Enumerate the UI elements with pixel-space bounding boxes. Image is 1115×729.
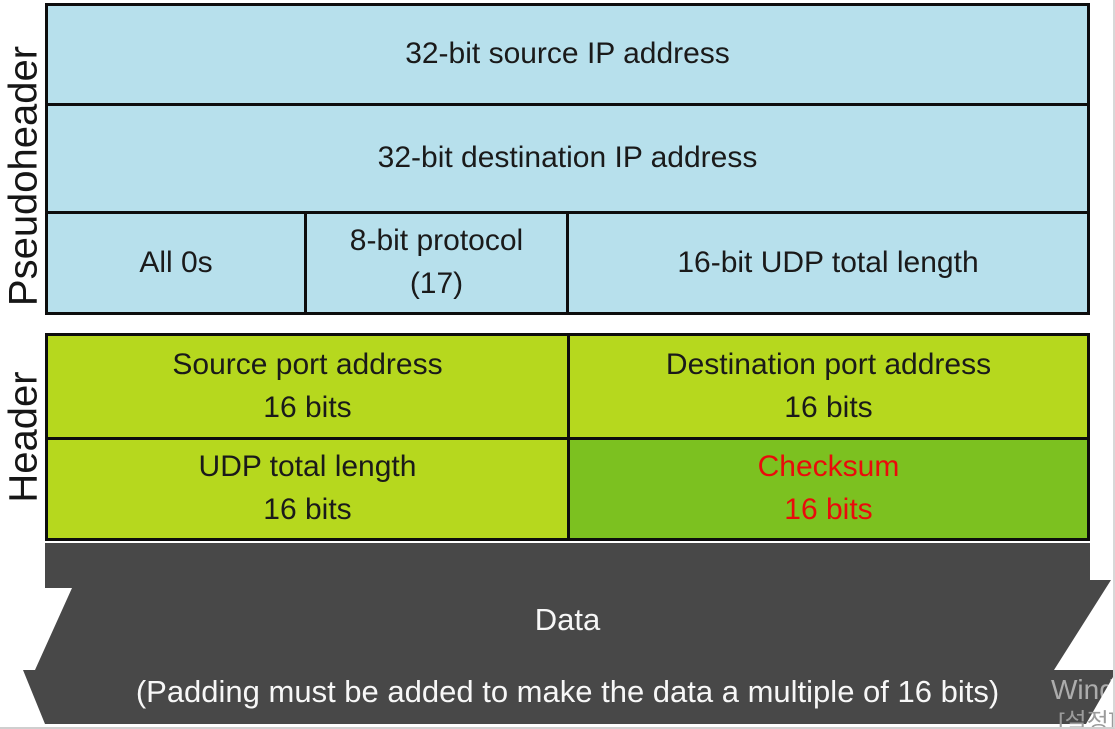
cell-source-ip: 32-bit source IP address — [48, 6, 1087, 103]
cell-source-port-line1: Source port address — [172, 347, 443, 381]
cell-destination-port: Destination port address 16 bits — [570, 336, 1087, 437]
cell-udp-total-length-16bit: 16-bit UDP total length — [569, 214, 1087, 312]
pseudoheader-third-row: All 0s 8-bit protocol (17) 16-bit UDP to… — [48, 214, 1087, 312]
cell-source-port: Source port address 16 bits — [48, 336, 567, 437]
cell-destination-port-line2: 16 bits — [784, 390, 873, 424]
cell-all-zeros: All 0s — [48, 214, 304, 312]
data-label: Data — [534, 602, 601, 637]
windows-watermark-line1: Windo — [1051, 674, 1115, 705]
windows-watermark-line2: [설정]으 — [1058, 709, 1115, 729]
cell-source-ip-text: 32-bit source IP address — [405, 37, 730, 71]
pseudoheader-box: 32-bit source IP address 32-bit destinat… — [45, 3, 1090, 315]
cell-destination-ip-text: 32-bit destination IP address — [377, 141, 758, 175]
cell-checksum-line1: Checksum — [757, 450, 900, 484]
cell-all-zeros-text: All 0s — [139, 245, 213, 279]
cell-checksum: Checksum 16 bits — [570, 440, 1087, 538]
cell-udp-total-length-line2: 16 bits — [263, 493, 352, 526]
cell-source-port-line2: 16 bits — [263, 390, 352, 424]
cell-udp-total-length: UDP total length 16 bits — [48, 440, 567, 538]
cell-udp-total-length-16bit-text: 16-bit UDP total length — [677, 245, 979, 279]
header-box: Source port address 16 bits Destination … — [45, 333, 1090, 541]
cell-protocol-line2: (17) — [409, 267, 464, 300]
cell-udp-total-length-line1: UDP total length — [198, 450, 417, 484]
cell-destination-port-line1: Destination port address — [665, 347, 992, 381]
cell-protocol: 8-bit protocol (17) — [307, 214, 566, 312]
data-padding-note: (Padding must be added to make the data … — [135, 674, 1000, 709]
cell-protocol-line1: 8-bit protocol — [349, 224, 524, 258]
cell-destination-ip: 32-bit destination IP address — [48, 106, 1087, 211]
cell-checksum-line2: 16 bits — [784, 493, 873, 526]
